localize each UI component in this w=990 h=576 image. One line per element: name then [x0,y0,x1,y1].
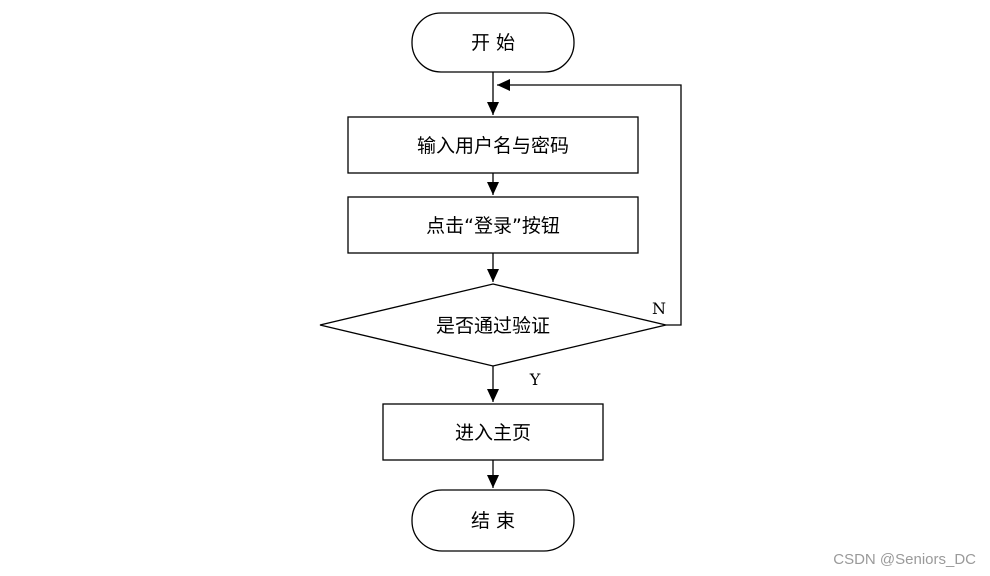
click-login-label: 点击“登录”按钮 [426,215,560,237]
start-label: 开 始 [471,32,515,54]
watermark-text: CSDN @Seniors_DC [833,551,976,568]
branch-label-yes: Y [529,370,541,389]
input-credentials-label: 输入用户名与密码 [417,135,569,157]
end-label: 结 束 [471,510,515,532]
verification-decision-node: 是否通过验证 [319,283,667,367]
enter-home-node: 进入主页 [382,403,604,461]
connector-no-loop-back [497,79,682,326]
input-credentials-node: 输入用户名与密码 [347,116,639,174]
branch-label-no: N [652,299,666,318]
enter-home-label: 进入主页 [455,422,531,444]
start-node: 开 始 [411,12,575,73]
end-node: 结 束 [411,489,575,552]
click-login-node: 点击“登录”按钮 [347,196,639,254]
verification-decision-label: 是否通过验证 [436,315,550,337]
